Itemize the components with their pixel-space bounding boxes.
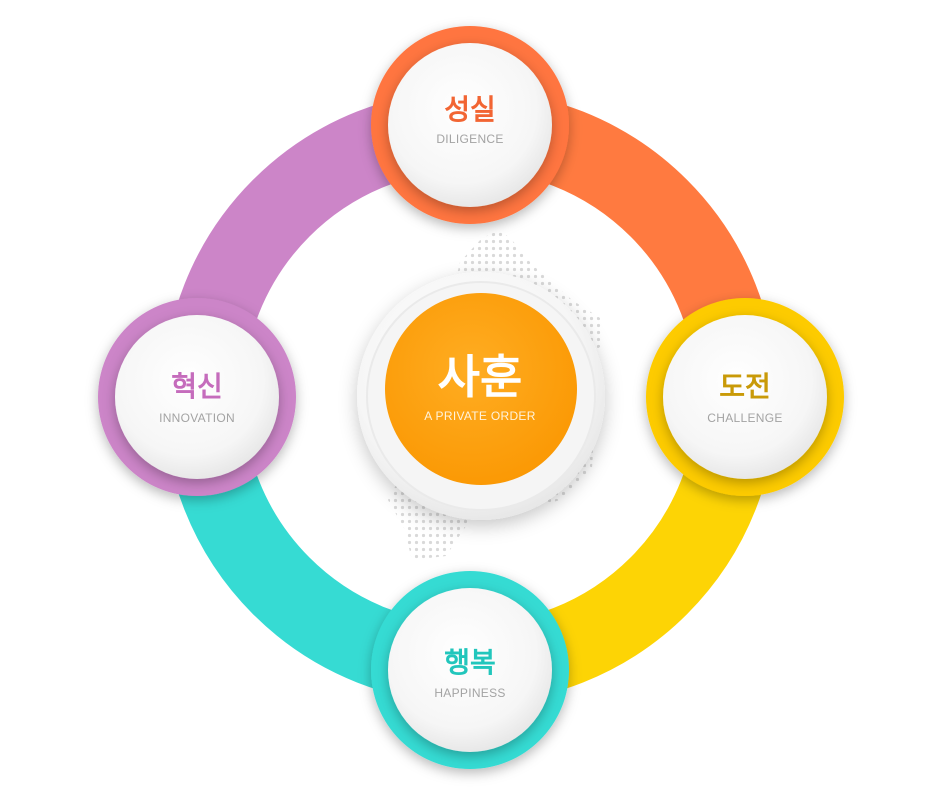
center-core-circle [385, 293, 577, 485]
node-innovation: 혁신 INNOVATION [98, 298, 296, 496]
node-happiness: 행복 HAPPINESS [371, 571, 569, 769]
center-node: 사훈 A PRIVATE ORDER [357, 272, 605, 520]
node-diligence-title: 성실 [444, 93, 496, 126]
node-challenge-subtitle: CHALLENGE [707, 411, 782, 425]
node-diligence-subtitle: DILIGENCE [436, 132, 503, 146]
node-innovation-subtitle: INNOVATION [159, 411, 235, 425]
node-diligence: 성실 DILIGENCE [371, 26, 569, 224]
center-title: 사훈 [438, 350, 523, 404]
node-innovation-title: 혁신 [171, 370, 223, 403]
node-happiness-title: 행복 [444, 646, 496, 679]
node-happiness-subtitle: HAPPINESS [434, 686, 505, 700]
center-subtitle: A PRIVATE ORDER [424, 409, 535, 423]
node-challenge-title: 도전 [719, 370, 771, 403]
node-challenge: 도전 CHALLENGE [646, 298, 844, 496]
